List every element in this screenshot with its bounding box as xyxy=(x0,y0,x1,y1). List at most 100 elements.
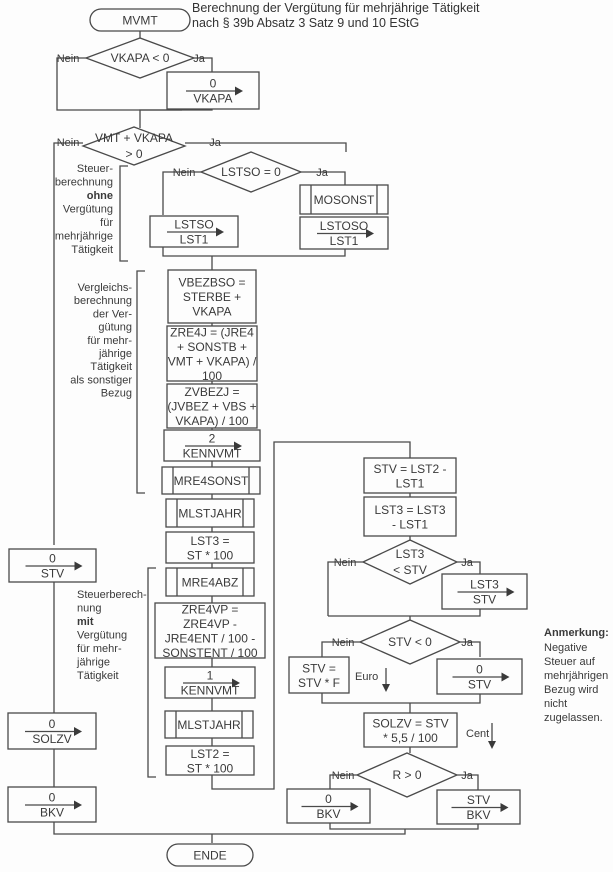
annotation-vergleich-line: Tätigkeit xyxy=(90,361,132,373)
assign-kennvmt-2-arrow-icon xyxy=(234,441,242,451)
connector-ja xyxy=(185,142,347,152)
connector-ja xyxy=(457,774,479,790)
assign-stv-bkv-target: BKV xyxy=(466,808,490,822)
sub-mlstjahr-1-label: MLSTJAHR xyxy=(178,507,242,521)
calc-lst2-shape xyxy=(165,745,255,776)
calc-lst3-diff-line: LST3 = LST3 xyxy=(374,503,445,517)
label-ja: Ja xyxy=(209,137,222,149)
rounding-cent-label: Cent xyxy=(466,728,489,740)
calc-zre4vp-line: JRE4ENT / 100 - xyxy=(165,631,255,645)
calc-lst3-line: ST * 100 xyxy=(187,548,234,562)
label-nein: Nein xyxy=(334,557,357,569)
note-line: mehrjährigen xyxy=(544,670,608,682)
calc-zre4vp-line: ZRE4VP = xyxy=(182,602,239,616)
assign-stv-right-arrow-icon xyxy=(501,672,510,682)
calc-zvbezj-line: VKAPA) / 100 xyxy=(175,414,248,428)
calc-zre4vp-line: ZRE4VP - xyxy=(183,617,237,631)
assign-kennvmt-1-value: 1 xyxy=(207,669,214,683)
assign-lstso-value: LSTSO xyxy=(174,218,213,232)
calc-lst3: LST3 =ST * 100 xyxy=(165,531,255,564)
connector-nein-main xyxy=(53,142,83,545)
label-ja: Ja xyxy=(461,637,474,649)
note-line: Steuer auf xyxy=(544,656,596,668)
connector-ja xyxy=(301,171,346,185)
assign-stv-right-value: 0 xyxy=(476,663,483,677)
calc-lst3-diff-line: - LST1 xyxy=(392,517,428,531)
annotation-ohne-line: Vergütung xyxy=(63,204,113,216)
assign-stv-left-target: STV xyxy=(41,567,64,581)
sub-mosonst-label: MOSONST xyxy=(314,193,375,207)
annotation-vergleich-line: jährige xyxy=(98,348,132,360)
calc-vbezbso-shape xyxy=(167,269,257,324)
title-line-1: Berechnung der Vergütung für mehrjährige… xyxy=(192,1,480,15)
decision-vkapa: VKAPA < 0 xyxy=(84,37,196,79)
assign-bkv-right-arrow-icon xyxy=(350,802,359,811)
calc-solzv-shape xyxy=(363,712,458,748)
calc-vbezbso-line: VKAPA xyxy=(192,305,231,319)
assign-kennvmt-1-arrow-icon xyxy=(232,678,240,688)
start-terminal-label: MVMT xyxy=(122,14,158,28)
sub-mlstjahr-1: MLSTJAHR xyxy=(165,498,255,528)
assign-bkv-right-value: 0 xyxy=(325,792,332,806)
sub-mosonst: MOSONST xyxy=(299,184,389,215)
label-ja: Ja xyxy=(461,557,474,569)
label-nein: Nein xyxy=(57,137,80,149)
arrow-down-icon xyxy=(488,741,496,749)
calc-stv-diff-line: STV = LST2 - xyxy=(373,462,446,476)
calc-zre4vp-line: SONSTENT / 100 xyxy=(162,646,257,660)
assign-kennvmt-2-value: 2 xyxy=(209,432,216,446)
calc-lst2-line: ST * 100 xyxy=(187,761,234,775)
assign-lst3-stv-target: STV xyxy=(473,593,496,607)
rounding-euro-label: Euro xyxy=(355,671,378,683)
bracket-ohne xyxy=(119,165,128,262)
note-line: zugelassen. xyxy=(544,712,603,724)
assign-bkv-right-target: BKV xyxy=(316,807,340,821)
decision-vmt-vkapa-shape xyxy=(81,126,187,166)
connector-to-right xyxy=(211,441,411,790)
connector-nein xyxy=(56,57,182,111)
connector-nein xyxy=(327,561,363,616)
assign-lstso-arrow-icon xyxy=(216,227,224,237)
annotation-mit-line: Steuerberech- xyxy=(77,589,147,601)
assign-lstoso-arrow-icon xyxy=(366,229,374,238)
assign-stv-bkv-arrow-icon xyxy=(500,803,509,812)
calc-zre4j-shape xyxy=(166,325,258,382)
assign-vkapa-arrow-icon xyxy=(235,86,243,96)
assign-bkv-left-arrow-icon xyxy=(74,800,82,810)
assign-lstso-target: LST1 xyxy=(180,233,209,247)
assign-stv-bkv-value: STV xyxy=(467,793,490,807)
title-line-2: nach § 39b Absatz 3 Satz 9 und 10 EStG xyxy=(192,16,420,30)
calc-zre4j: ZRE4J = (JRE4+ SONSTB +VMT + VKAPA) /100 xyxy=(166,325,258,383)
assign-solzv-target: SOLZV xyxy=(32,732,71,746)
sub-mre4sonst-shape xyxy=(161,466,261,495)
annotation-mit-line: mit xyxy=(77,616,94,628)
connector-nein xyxy=(321,641,360,657)
sub-mre4sonst-label: MRE4SONST xyxy=(174,474,249,488)
annotation-mit-line: jährige xyxy=(76,657,110,669)
decision-vmt-vkapa-line: > 0 xyxy=(125,147,142,161)
connector-merge xyxy=(321,693,481,704)
assign-solzv-shape xyxy=(7,712,97,750)
annotation-ohne-line: berechnung xyxy=(55,177,113,189)
annotation-vergleich-line: berechnung xyxy=(74,295,132,307)
decision-stv-lt-0-line: STV < 0 xyxy=(388,635,432,649)
connector-nein xyxy=(162,171,201,215)
calc-zre4j-line: VMT + VKAPA) / xyxy=(168,354,257,368)
assign-bkv-left-target: BKV xyxy=(40,806,64,820)
assign-stv-left-arrow-icon xyxy=(74,561,83,571)
connector-ja xyxy=(460,641,481,657)
end-terminal: ENDE xyxy=(166,843,254,867)
calc-stv-f-shape xyxy=(288,656,350,694)
annotation-mit-line: für mehr- xyxy=(77,643,122,655)
assign-lst3-stv-value: LST3 xyxy=(470,578,499,592)
label-nein: Nein xyxy=(332,637,355,649)
